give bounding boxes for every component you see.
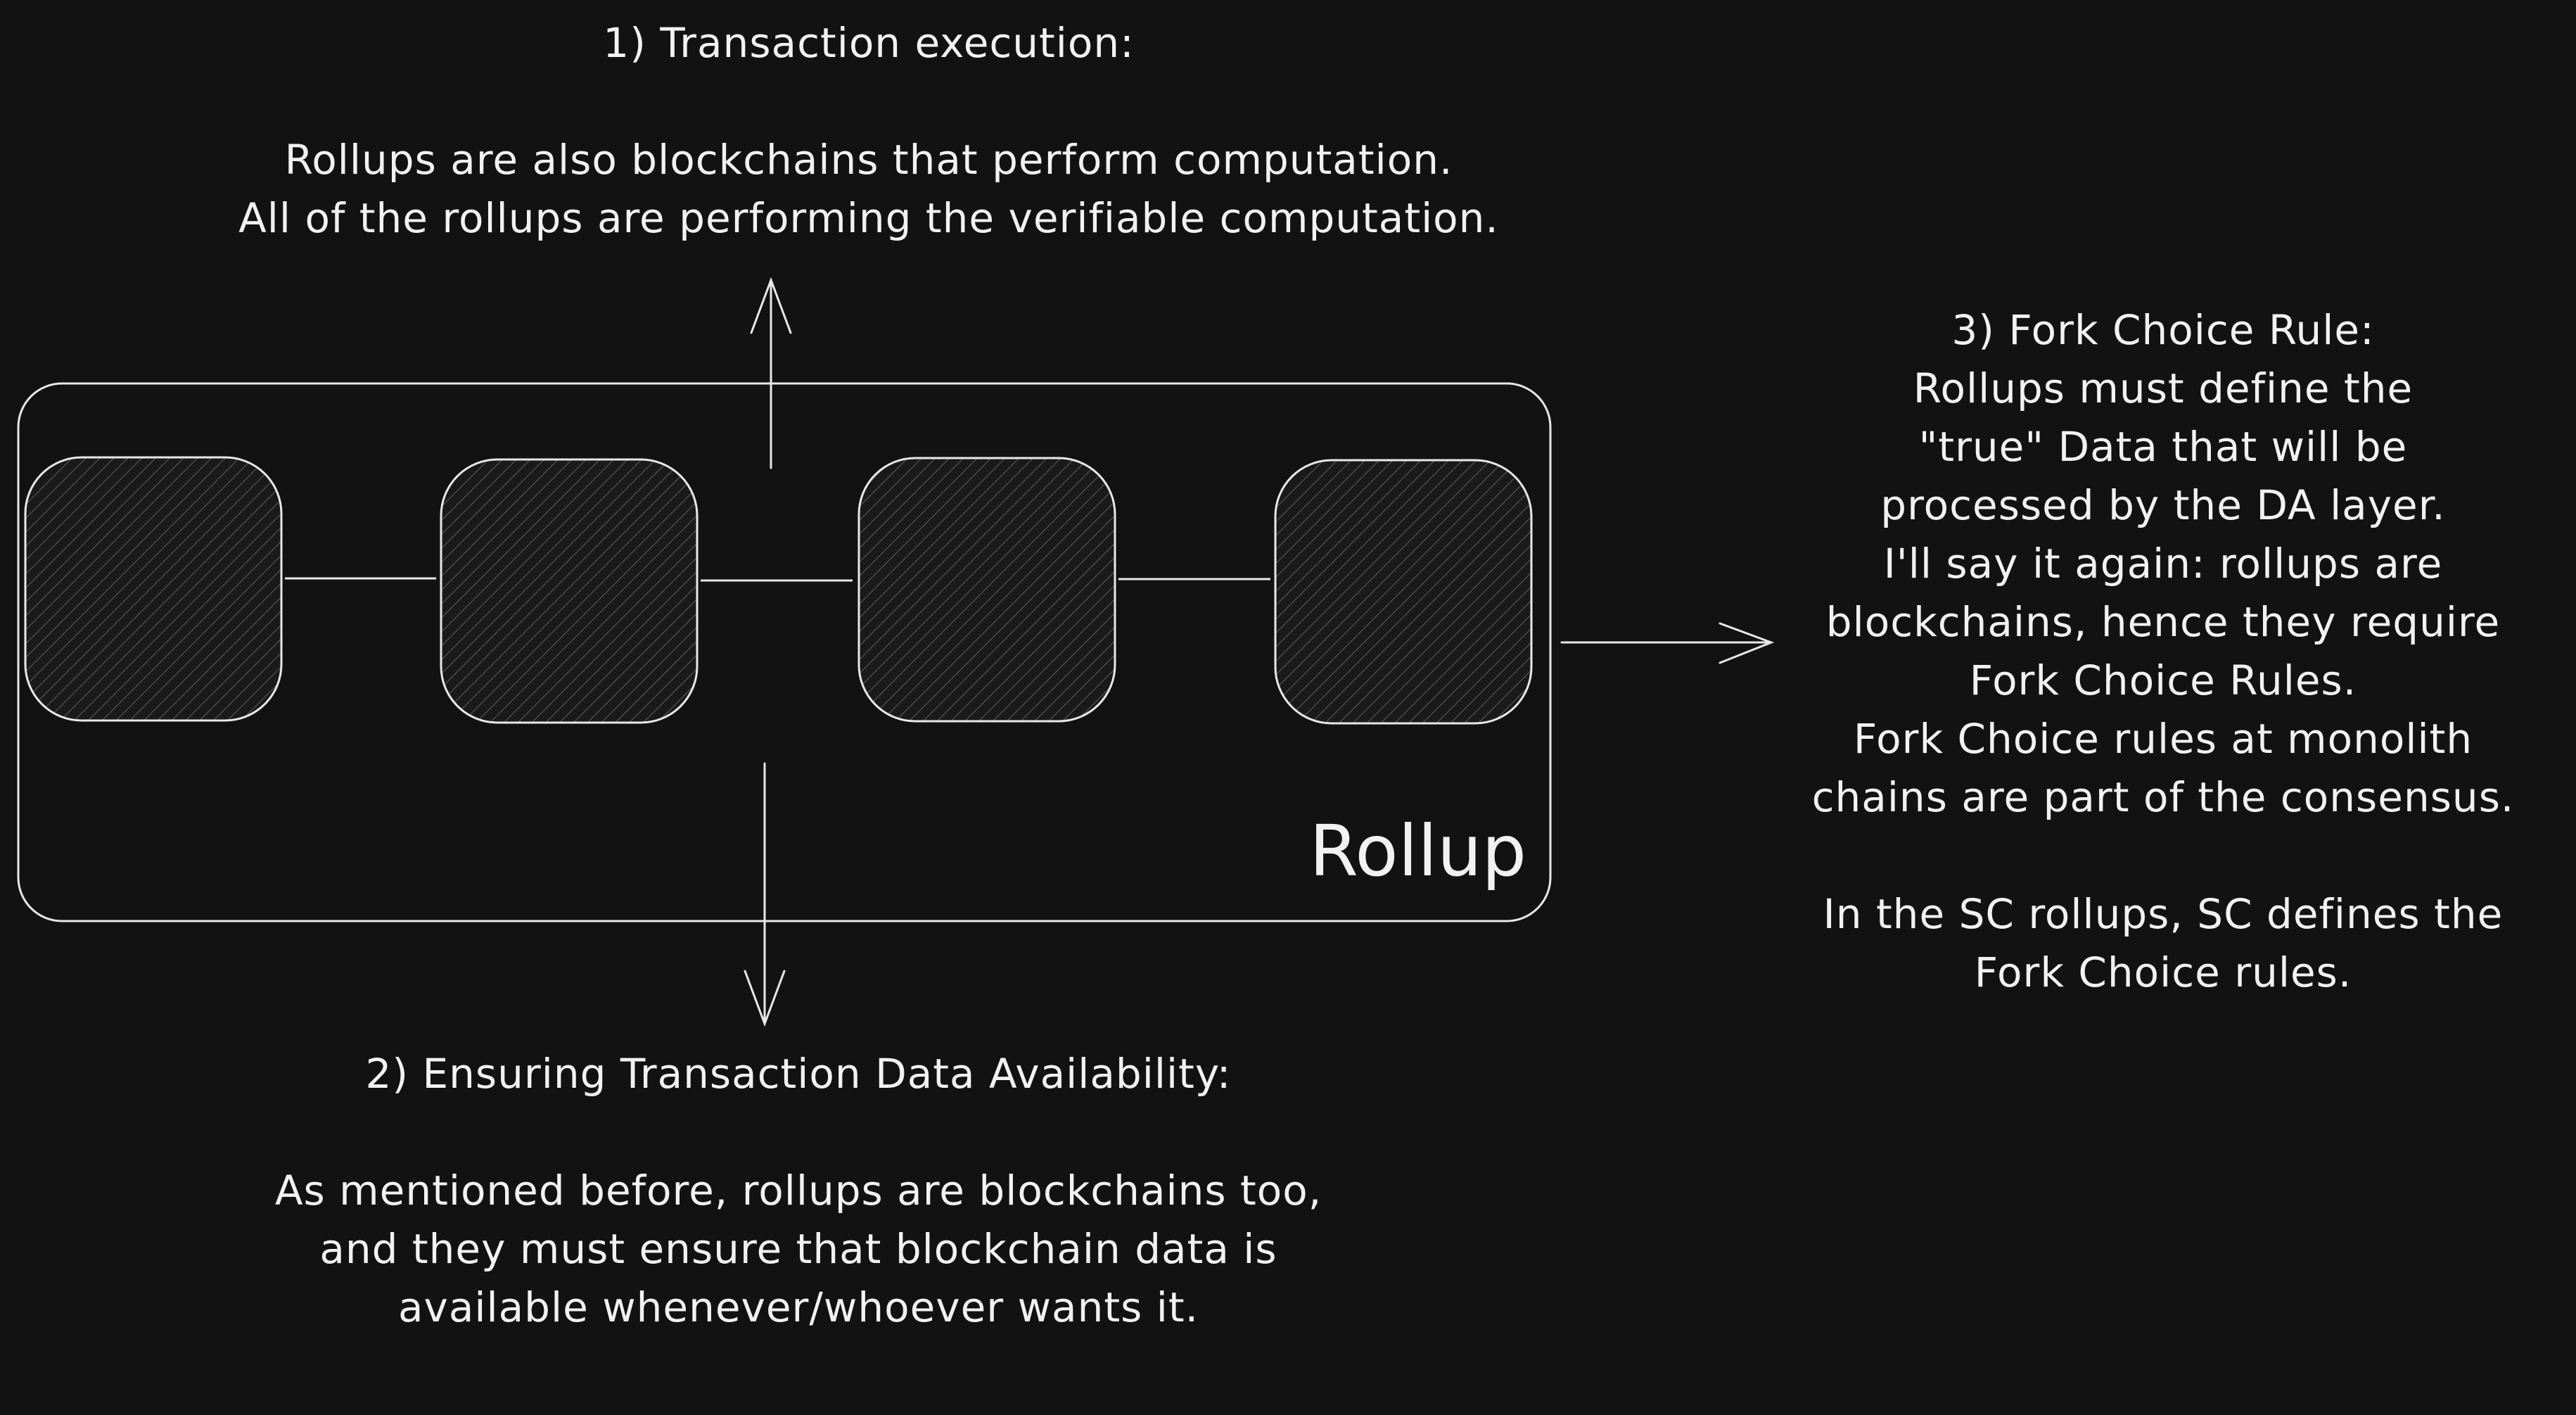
fork-choice-extra-line-2: Fork Choice rules. [1974, 948, 2352, 996]
data-availability-heading: 2) Ensuring Transaction Data Availabilit… [365, 1050, 1232, 1098]
rollup-label: Rollup [1309, 810, 1526, 892]
arrow-down [744, 762, 786, 1027]
fork-choice-heading: 3) Fork Choice Rule: [1951, 306, 2375, 354]
fork-choice-line-6: Fork Choice Rules. [1969, 656, 2357, 704]
fork-choice-line-5: blockchains, hence they require [1825, 598, 2501, 646]
fork-choice-line-4: I'll say it again: rollups are [1883, 540, 2443, 588]
arrow-right [1560, 622, 1775, 664]
arrow-up [750, 277, 792, 469]
execution-line-2: All of the rollups are performing the ve… [238, 194, 1499, 242]
block-3 [857, 457, 1116, 723]
fork-choice-line-2: "true" Data that will be [1918, 423, 2408, 471]
fork-choice-line-7: Fork Choice rules at monolith [1853, 715, 2473, 763]
block-2 [440, 458, 699, 724]
fork-choice-line-1: Rollups must define the [1913, 364, 2414, 412]
rollup-container [17, 382, 1552, 922]
data-availability-line-1: As mentioned before, rollups are blockch… [274, 1167, 1322, 1214]
data-availability-line-3: available whenever/whoever wants it. [397, 1283, 1199, 1331]
fork-choice-line-8: chains are part of the consensus. [1811, 773, 2515, 821]
data-availability-line-2: and they must ensure that blockchain dat… [319, 1225, 1277, 1273]
fork-choice-text: 3) Fork Choice Rule: Rollups must define… [1759, 301, 2568, 1002]
block-1 [24, 456, 283, 722]
block-4 [1274, 459, 1533, 725]
execution-text: 1) Transaction execution: Rollups are al… [113, 14, 1625, 248]
data-availability-text: 2) Ensuring Transaction Data Availabilit… [113, 1045, 1484, 1337]
fork-choice-line-3: processed by the DA layer. [1880, 481, 2446, 529]
fork-choice-extra-line-1: In the SC rollups, SC defines the [1823, 890, 2504, 938]
execution-line-1: Rollups are also blockchains that perfor… [284, 136, 1453, 184]
execution-heading: 1) Transaction execution: [603, 19, 1135, 67]
